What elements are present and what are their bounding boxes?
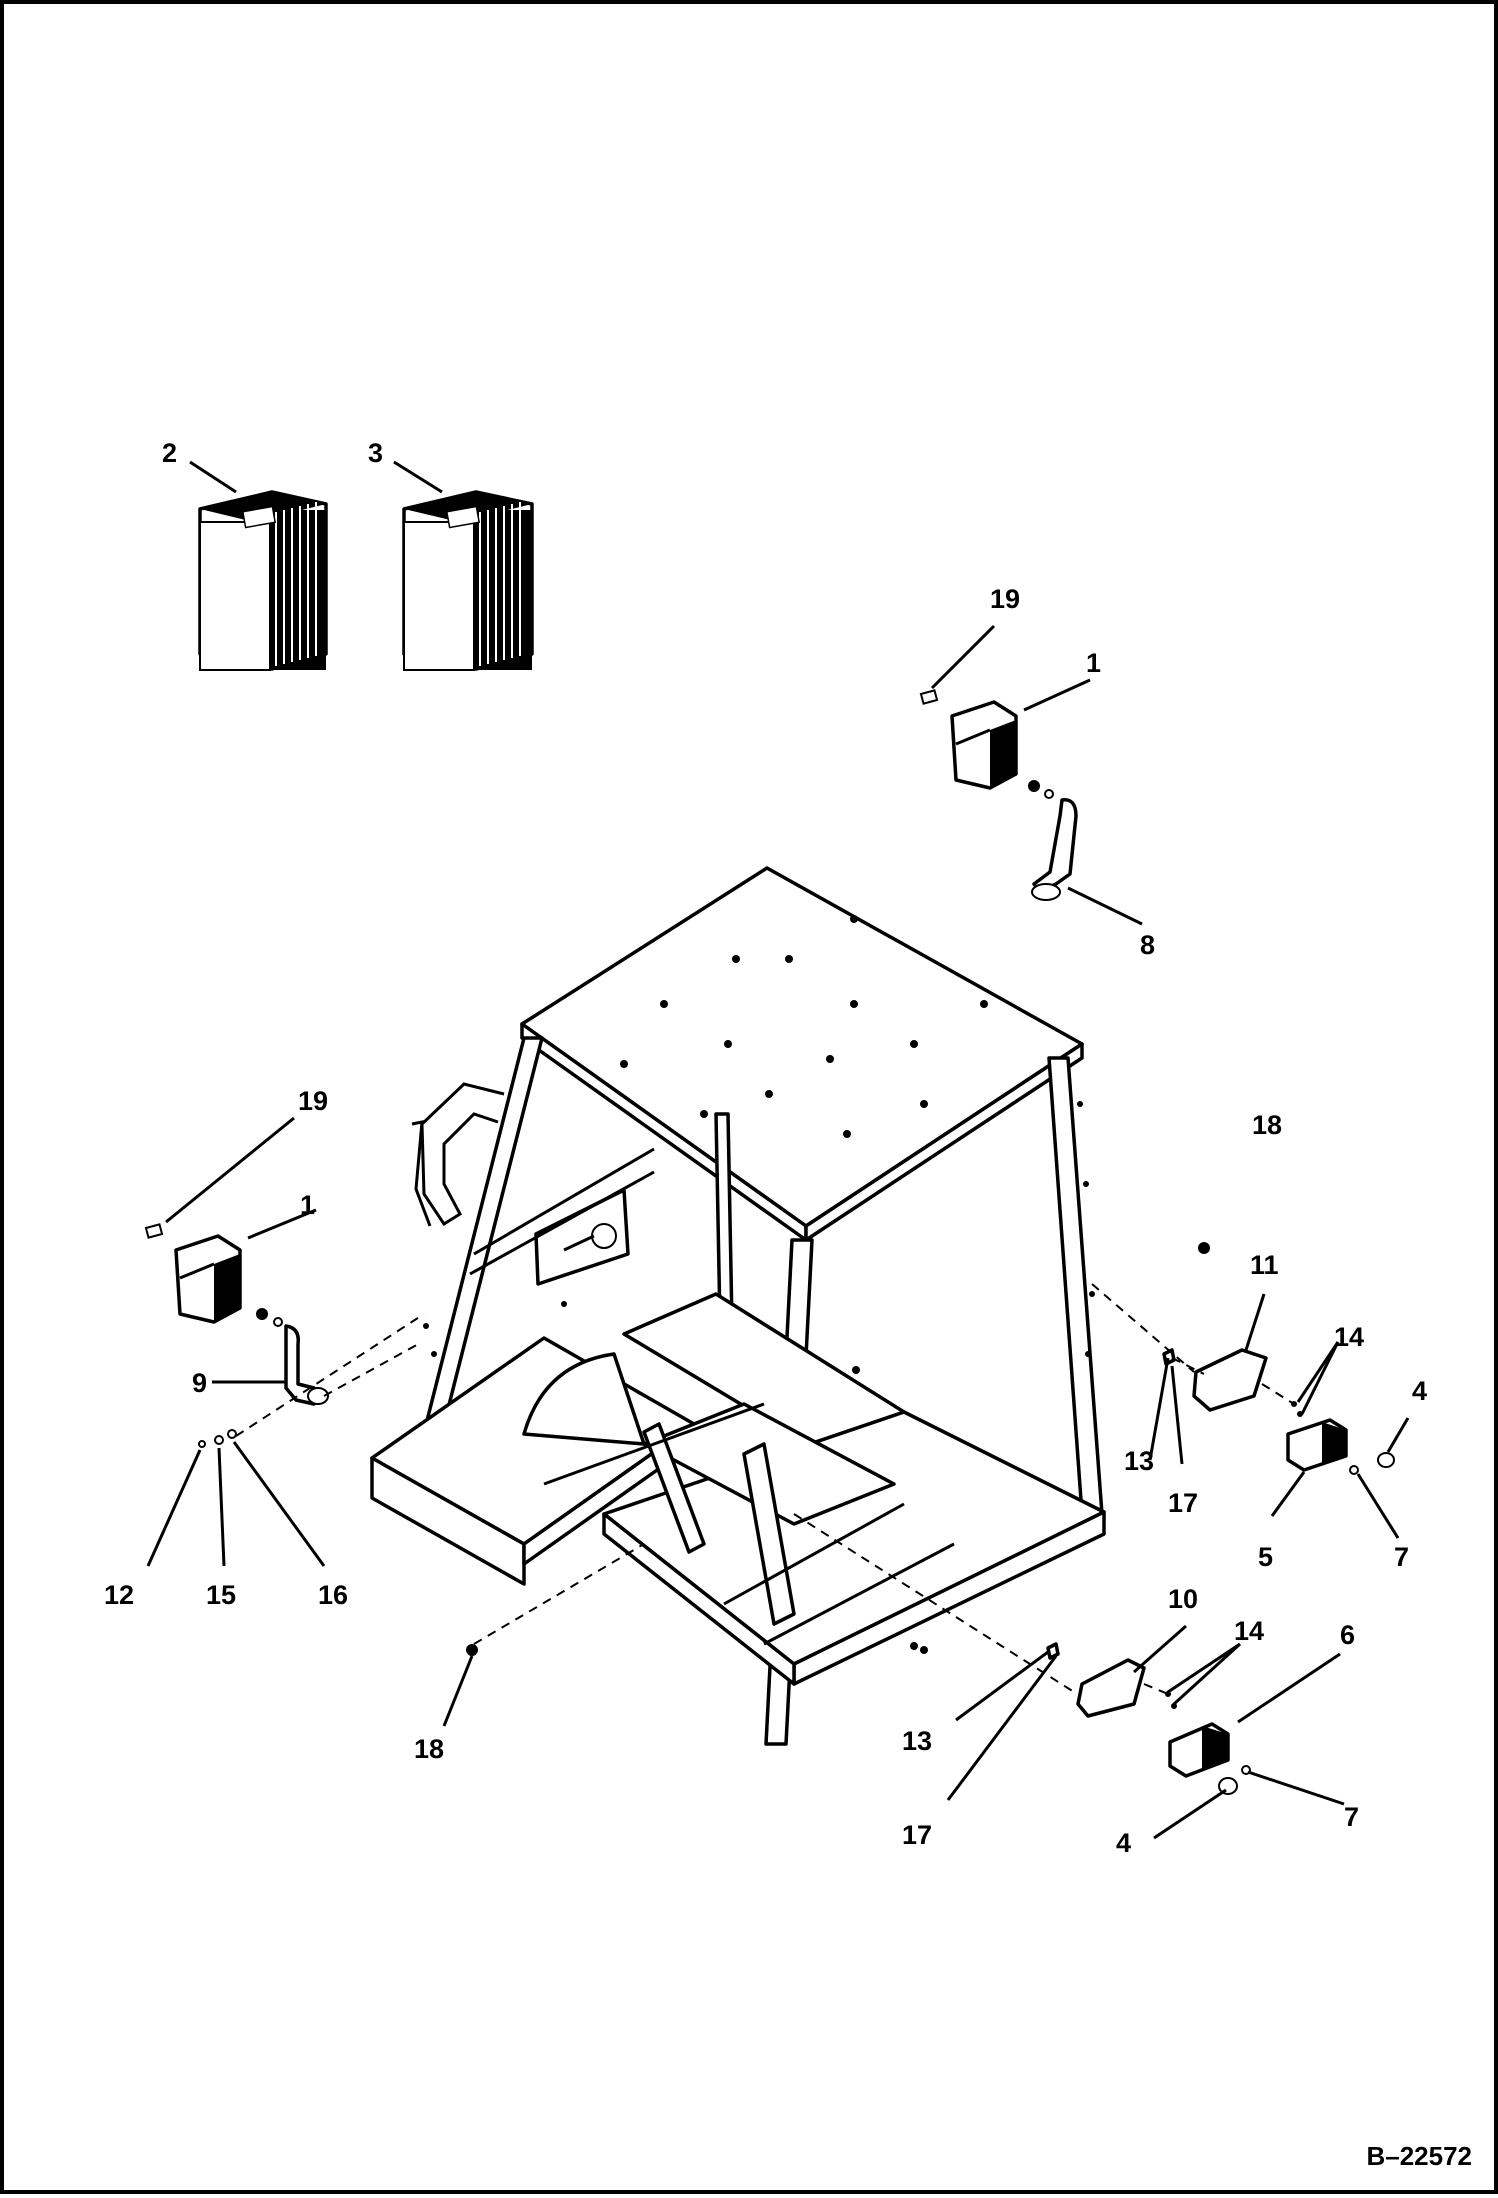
callout-6: 6 xyxy=(1340,1620,1355,1650)
decal-2 xyxy=(198,490,328,671)
cab-frame xyxy=(370,866,1106,1746)
callout-12: 12 xyxy=(104,1580,134,1610)
callout-7-upper: 7 xyxy=(1394,1542,1409,1572)
callout-1-lower: 1 xyxy=(300,1190,315,1220)
callout-16: 16 xyxy=(318,1580,348,1610)
callout-7-lower: 7 xyxy=(1344,1802,1359,1832)
callout-18-upper: 18 xyxy=(1252,1110,1282,1140)
callout-8: 8 xyxy=(1140,930,1155,960)
callout-1-upper: 1 xyxy=(1086,648,1101,678)
assembly-lines xyxy=(235,1283,1295,1695)
callout-19-upper: 19 xyxy=(990,584,1020,614)
grommet-18-lower xyxy=(466,1644,478,1656)
grommet-18-upper xyxy=(1198,1242,1210,1254)
callout-11: 11 xyxy=(1250,1250,1279,1280)
cab-exploded-view: 2 3 19 1 8 19 1 9 12 15 16 18 11 14 4 13… xyxy=(104,438,1427,1858)
callout-13-upper: 13 xyxy=(1124,1446,1154,1476)
light-assembly-right xyxy=(919,689,1078,901)
bracket-11-lamp-5 xyxy=(1162,1348,1395,1475)
callout-19-lower: 19 xyxy=(298,1086,328,1116)
callout-13-lower: 13 xyxy=(902,1726,932,1756)
callout-4-lower: 4 xyxy=(1116,1828,1131,1858)
callout-2: 2 xyxy=(162,438,177,468)
callout-14-upper: 14 xyxy=(1334,1322,1364,1352)
callout-3: 3 xyxy=(368,438,383,468)
callout-14-lower: 14 xyxy=(1234,1616,1264,1646)
callout-15: 15 xyxy=(206,1580,236,1610)
callout-9: 9 xyxy=(192,1368,207,1398)
light-assembly-left xyxy=(144,1223,329,1448)
callout-labels: 2 3 19 1 8 19 1 9 12 15 16 18 11 14 4 13… xyxy=(104,438,1427,1858)
callout-4-upper: 4 xyxy=(1412,1376,1427,1406)
leader-lines xyxy=(146,460,1410,1840)
document-number: B–22572 xyxy=(1366,2141,1472,2171)
callout-18-lower: 18 xyxy=(414,1734,444,1764)
callout-10: 10 xyxy=(1168,1584,1198,1614)
decal-3 xyxy=(402,490,534,671)
callout-5: 5 xyxy=(1258,1542,1273,1572)
callout-17-upper: 17 xyxy=(1168,1488,1198,1518)
callout-17-lower: 17 xyxy=(902,1820,932,1850)
bracket-10-lamp-6 xyxy=(1046,1642,1251,1795)
